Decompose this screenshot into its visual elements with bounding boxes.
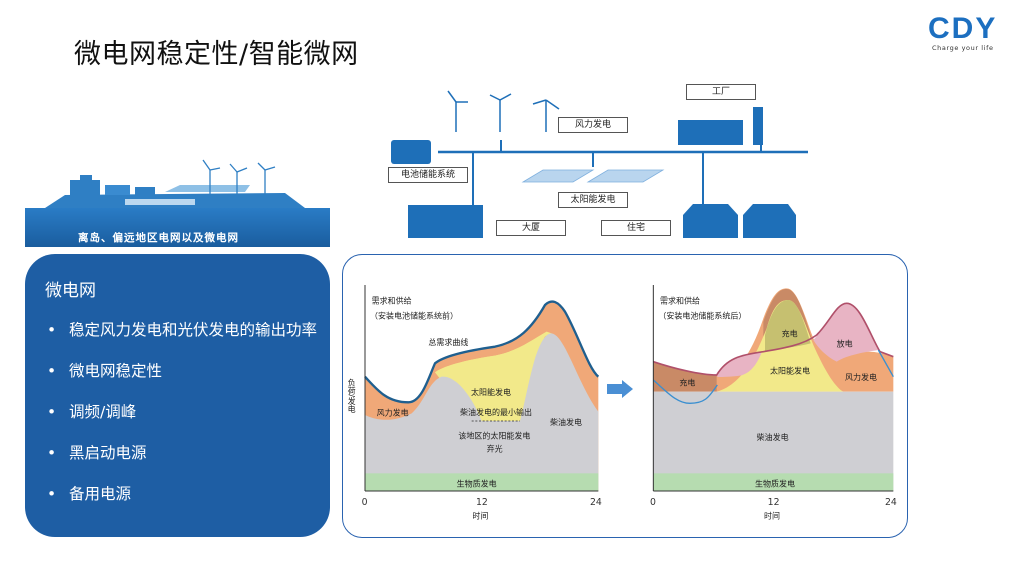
feature-item: 微电网稳定性 [45, 361, 320, 382]
feature-item: 黑启动电源 [45, 443, 320, 464]
demand-curve [652, 349, 894, 405]
annotation-wind: 风力发电 [845, 372, 877, 382]
logo-tagline: Charge your life [932, 44, 994, 52]
x-tick: 12 [476, 497, 488, 508]
x-tick: 0 [650, 497, 656, 508]
feature-list: 稳定风力发电和光伏发电的输出功率 微电网稳定性 调频/调峰 黑启动电源 备用电源 [45, 320, 320, 525]
panel-title: 微电网 [45, 281, 96, 301]
x-tick: 12 [768, 497, 780, 508]
biomass-area [653, 473, 894, 491]
label-wind-power: 风力发电 [558, 117, 628, 133]
x-tick: 0 [362, 497, 368, 508]
annotation-charge-peak: 充电 [782, 329, 798, 339]
feature-item: 调频/调峰 [45, 402, 320, 423]
annotation-biomass: 生物质发电 [755, 479, 795, 489]
annotation-biomass: 生物质发电 [457, 479, 497, 489]
biomass-area [365, 473, 599, 491]
demand-curve [364, 300, 600, 404]
microgrid-network-diagram: 风力发电 工厂 电池储能系统 太阳能发电 大厦 住宅 [383, 82, 808, 240]
annotation-solar: 太阳能发电 [471, 387, 511, 397]
y-axis-label: 负荷/发电 [347, 377, 356, 413]
annotation-min-diesel: 柴油发电的最小输出 [460, 407, 532, 417]
x-axis-label: 时间 [472, 510, 488, 520]
island-caption: 离岛、偏远地区电网以及微电网 [78, 232, 239, 244]
feature-item: 稳定风力发电和光伏发电的输出功率 [45, 320, 320, 341]
chart-subtitle: （安装电池储能系统后） [658, 310, 746, 320]
x-tick: 24 [885, 497, 897, 508]
annotation-discharge: 放电 [837, 339, 853, 349]
label-solar-power: 太阳能发电 [558, 192, 628, 208]
annotation-curtail: 该地区的太阳能发电 [458, 430, 530, 440]
label-building: 大厦 [496, 220, 566, 236]
island-microgrid-illustration [25, 159, 330, 247]
annotation-demand: 总需求曲线 [428, 337, 468, 347]
chart-title: 需求和供给 [372, 295, 412, 305]
logo-brand: CDY [928, 12, 998, 45]
chart-before-storage: 需求和供给 （安装电池储能系统前） 总需求曲线 太阳能发电 柴油发电的最小输出 … [347, 285, 602, 520]
microgrid-features-panel: 微电网 稳定风力发电和光伏发电的输出功率 微电网稳定性 调频/调峰 黑启动电源 … [25, 254, 330, 537]
label-battery-storage: 电池储能系统 [388, 167, 468, 183]
annotation-curtail2: 弃光 [487, 444, 503, 454]
x-tick: 24 [590, 497, 602, 508]
arrow-right-icon [607, 380, 633, 398]
page-title: 微电网稳定性/智能微网 [74, 39, 359, 70]
annotation-diesel: 柴油发电 [550, 417, 582, 427]
chart-subtitle: （安装电池储能系统前） [370, 310, 458, 320]
chart-after-storage: 需求和供给 （安装电池储能系统后） 充电 充电 放电 太阳能发电 风力发电 柴油… [650, 285, 897, 520]
label-residential: 住宅 [601, 220, 671, 236]
annotation-charge-left: 充电 [679, 378, 695, 388]
cdy-logo: CDY Charge your life [928, 14, 1018, 56]
network-lines [391, 90, 808, 238]
charge-peak-area [765, 300, 811, 352]
annotation-diesel: 柴油发电 [757, 432, 789, 442]
discharge-left-area [717, 352, 762, 377]
annotation-wind: 风力发电 [377, 408, 409, 418]
x-axis-label: 时间 [764, 510, 780, 520]
chart-title: 需求和供给 [660, 295, 700, 305]
annotation-solar: 太阳能发电 [770, 365, 810, 375]
diesel-area [365, 333, 599, 491]
feature-item: 备用电源 [45, 484, 320, 505]
charge-left-area [653, 361, 717, 392]
label-factory: 工厂 [686, 84, 756, 100]
load-curve [653, 302, 894, 376]
